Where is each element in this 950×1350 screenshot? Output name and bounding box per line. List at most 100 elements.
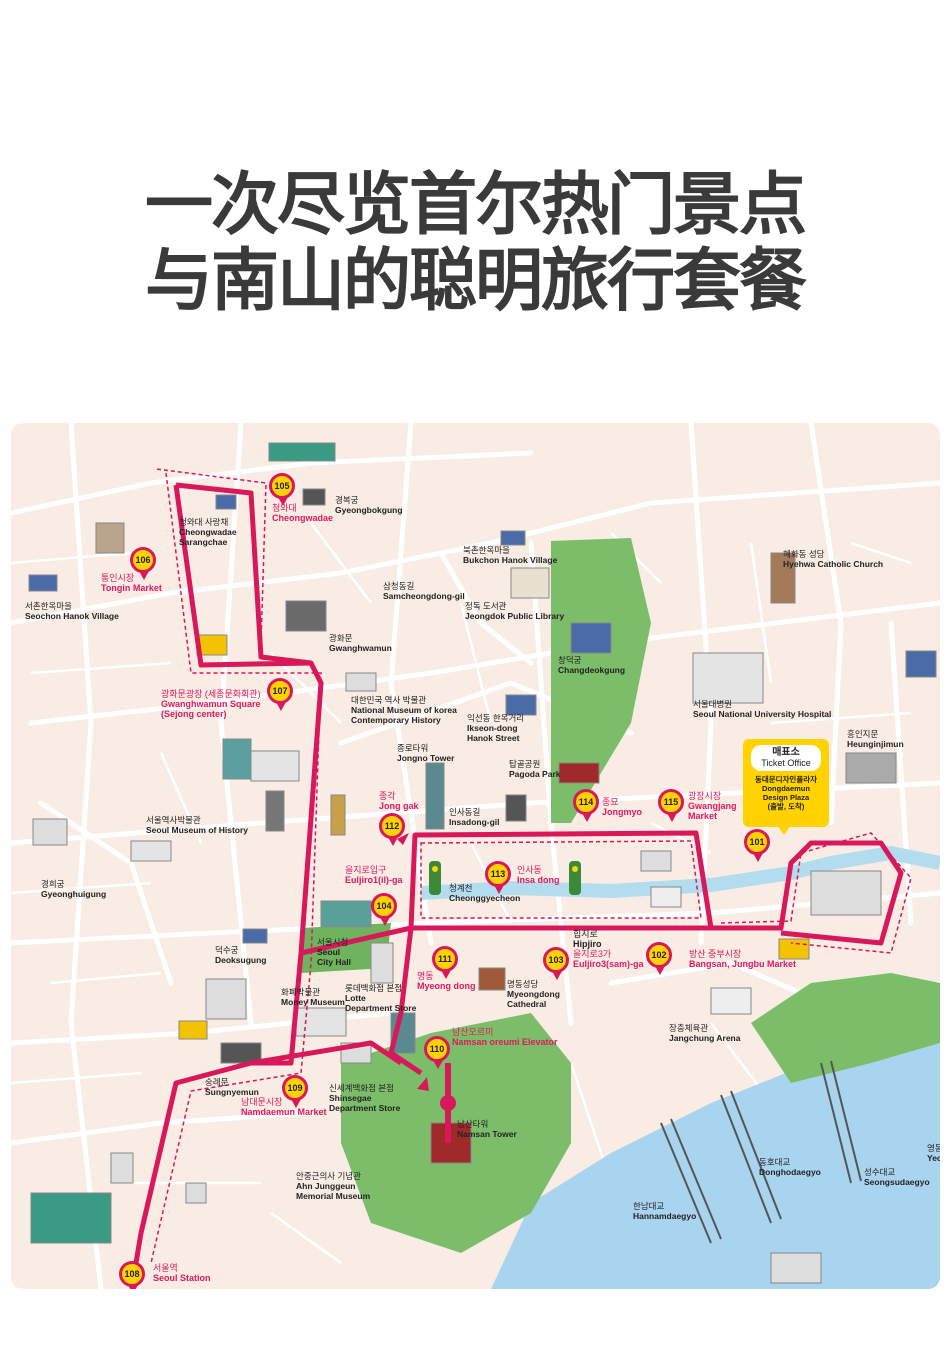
map-text-places-33-ko: 영동 [927, 1143, 940, 1153]
map-text-places-19-en2: City Hall [317, 957, 352, 967]
map-text-places-26-en: Sungnyemun [205, 1087, 259, 1097]
stop-pin-114[interactable]: 114 [573, 789, 599, 822]
stop-pin-105[interactable]: 105 [269, 473, 295, 506]
building-icons [28, 442, 937, 1284]
map-text-places-6-en: Hyehwa Catholic Church [783, 559, 884, 569]
stop-114-en: Jongmyo [602, 807, 643, 817]
ticket-office-note: (출발, 도착) [767, 802, 805, 811]
map-text-places-1-ko: 청와대 사랑채 [179, 517, 229, 527]
hipjiro-ko: 힙지로 [573, 929, 598, 939]
map-text-places-16-ko: 인사동길 [449, 807, 481, 817]
stop-109-en: Namdaemun Market [241, 1107, 327, 1117]
city-tour-route-map: 매표소 Ticket Office 동대문디자인플라자 Dongdaemun D… [11, 423, 940, 1289]
cheonggyecheon-stream [420, 845, 940, 900]
stop-pin-109[interactable]: 109 [282, 1075, 308, 1108]
page-title-line-2: 与南山的聪明旅行套餐 [144, 242, 807, 321]
map-text-places-4-ko: 삼청동길 [383, 581, 415, 591]
stop-110-ko: 남산오르미 [452, 1027, 494, 1037]
stop-label-euljiro1: 을지로입구 Euljiro1(il)-ga [345, 865, 403, 885]
traffic-lights [429, 861, 581, 895]
stop-pin-101[interactable]: 101 [744, 829, 770, 862]
map-text-places-9-en2: Contemporary History [351, 715, 441, 725]
map-text-places-13-en: Heunginjimun [847, 739, 904, 749]
map-text-places-11-en: Ikseon-dong [467, 723, 518, 733]
map-text-places-17-ko: 청계천 [449, 883, 473, 893]
stop-102-ko: 방산 중부시장 [689, 949, 742, 959]
map-text-places-12-ko: 종로타워 [397, 743, 429, 753]
map-text-places-4-en: Samcheongdong-gil [383, 591, 465, 601]
map-text-places-24-ko: 명동성당 [507, 979, 539, 989]
map-text-places-25-en: Jangchung Arena [669, 1033, 741, 1043]
map-text-places-0-en: Gyeongbokgung [335, 505, 403, 515]
map-text-places-24-en: Myeongdong [507, 989, 560, 999]
map-text-places-32-ko: 한남대교 [633, 1201, 665, 1211]
stop-label-106: 통인시장 Tongin Market [101, 573, 162, 593]
stop-label-109: 남대문시장 Namdaemun Market [241, 1097, 327, 1117]
map-text-places-0-ko: 경복궁 [335, 495, 359, 505]
changdeokgung-park [551, 538, 651, 823]
map-text-places-5-ko: 정독 도서관 [465, 601, 507, 611]
stop-107-en2: (Sejong center) [161, 709, 227, 719]
ticket-office-location-en1: Dongdaemun [762, 784, 810, 793]
map-text-places-19-en: Seoul [317, 947, 341, 957]
map-text-places-7-ko: 광화문 [329, 633, 353, 643]
map-text-places-8-en: Changdeokgung [558, 665, 626, 675]
stop-pin-102[interactable]: 102 [646, 942, 672, 975]
stop-pin-112[interactable]: 112 [379, 813, 405, 846]
bridges [660, 1060, 862, 1244]
stop-102-en: Bangsan, Jungbu Market [689, 959, 797, 969]
ticket-office-header: 매표소 Ticket Office [751, 745, 821, 771]
stop-pin-110[interactable]: 110 [424, 1036, 450, 1069]
map-text-places-28-en: Namsan Tower [457, 1129, 517, 1139]
stop-label-110: 남산오르미 Namsan oreumi Elevator [452, 1027, 558, 1047]
route-arrows [397, 833, 429, 1091]
stop-label-112: 종각 Jong gak [379, 791, 419, 811]
stop-112-en: Jong gak [379, 801, 419, 811]
map-text-places-9-ko: 대한민국 역사 박물관 [351, 695, 427, 705]
map-text-places-29-en: Donghodaegyo [759, 1167, 821, 1177]
stop-pin-108[interactable]: 108 [119, 1261, 145, 1289]
stop-euljiro1-ko: 을지로입구 [345, 865, 387, 875]
map-text-places-23-en2: Department Store [345, 1003, 417, 1013]
tour-route-dashed [150, 468, 912, 1264]
stop-pin-115[interactable]: 115 [658, 789, 684, 822]
map-text-places-32-en: Hannamdaegyo [633, 1211, 697, 1221]
stop-pin-113[interactable]: 113 [485, 861, 511, 894]
stop-pin-111[interactable]: 111 [432, 946, 458, 979]
ticket-office-title-ko: 매표소 [772, 747, 800, 758]
stop-pin-104[interactable]: 104 [371, 893, 397, 926]
map-text-places-12-en: Jongno Tower [397, 753, 455, 763]
stop-label-107: 광화문광장 (세종문화회관) Gwanghwamun Square (Sejon… [161, 689, 261, 719]
map-text-places-31-en2: Memorial Museum [296, 1191, 371, 1201]
map-text-places-11-en2: Hanok Street [467, 733, 520, 743]
stop-pin-107[interactable]: 107 [267, 678, 293, 711]
stop-pin-103[interactable]: 103 [543, 947, 569, 980]
map-text-places-27-en2: Department Store [329, 1103, 401, 1113]
stop-pin-106[interactable]: 106 [130, 547, 156, 580]
map-text-places-23-ko: 롯데백화점 본점 [345, 983, 403, 993]
stop-110-en: Namsan oreumi Elevator [452, 1037, 558, 1047]
stop-107-en: Gwanghwamun Square [161, 699, 261, 709]
map-text-places-18-en: Gyeonghuigung [41, 889, 107, 899]
map-text-places-21-en: Deoksugung [215, 955, 267, 965]
stop-label-108: 서울역 Seoul Station [153, 1263, 211, 1283]
map-text-places-17-en: Cheonggyecheon [449, 893, 521, 903]
stop-115-en2: Market [688, 811, 718, 821]
map-text-places-5-en: Jeongdok Public Library [465, 611, 565, 621]
map-text-places-19-ko: 서울시청 [317, 937, 349, 947]
